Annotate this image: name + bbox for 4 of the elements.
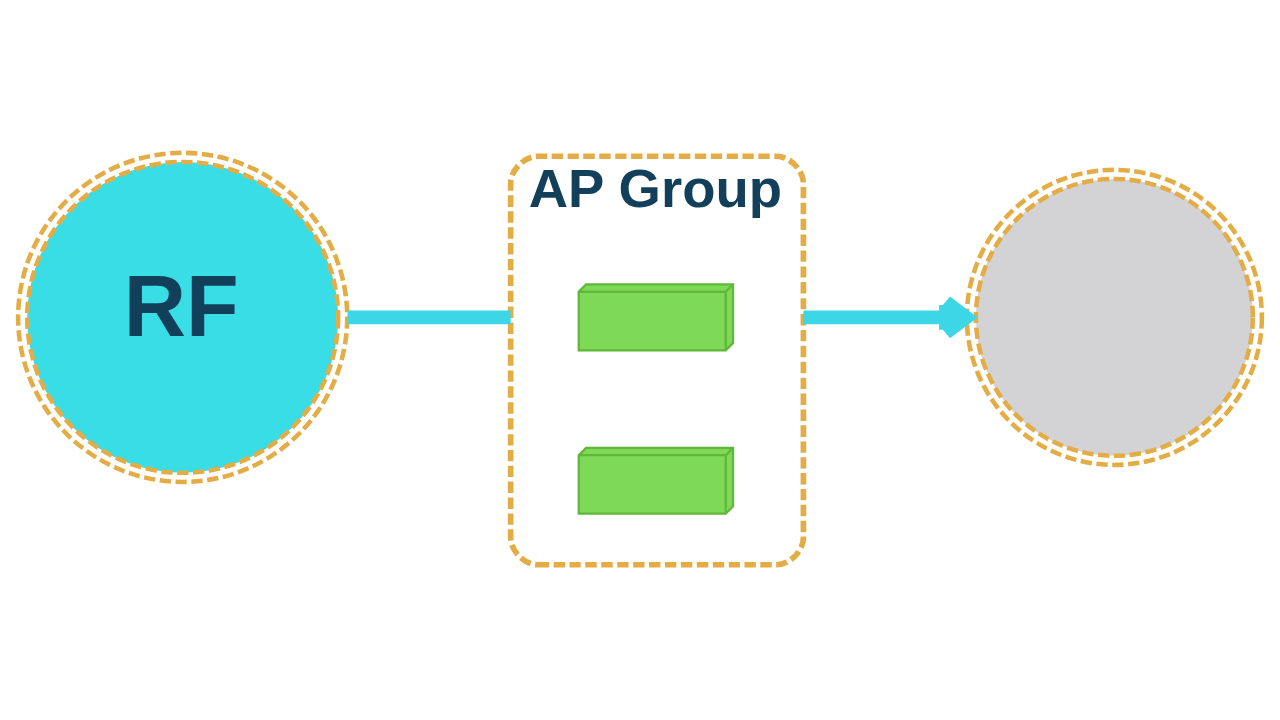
connector	[347, 310, 511, 324]
node-circle	[964, 167, 1265, 467]
cluster: AP Group	[507, 152, 807, 568]
node-circle: RF	[15, 150, 350, 484]
